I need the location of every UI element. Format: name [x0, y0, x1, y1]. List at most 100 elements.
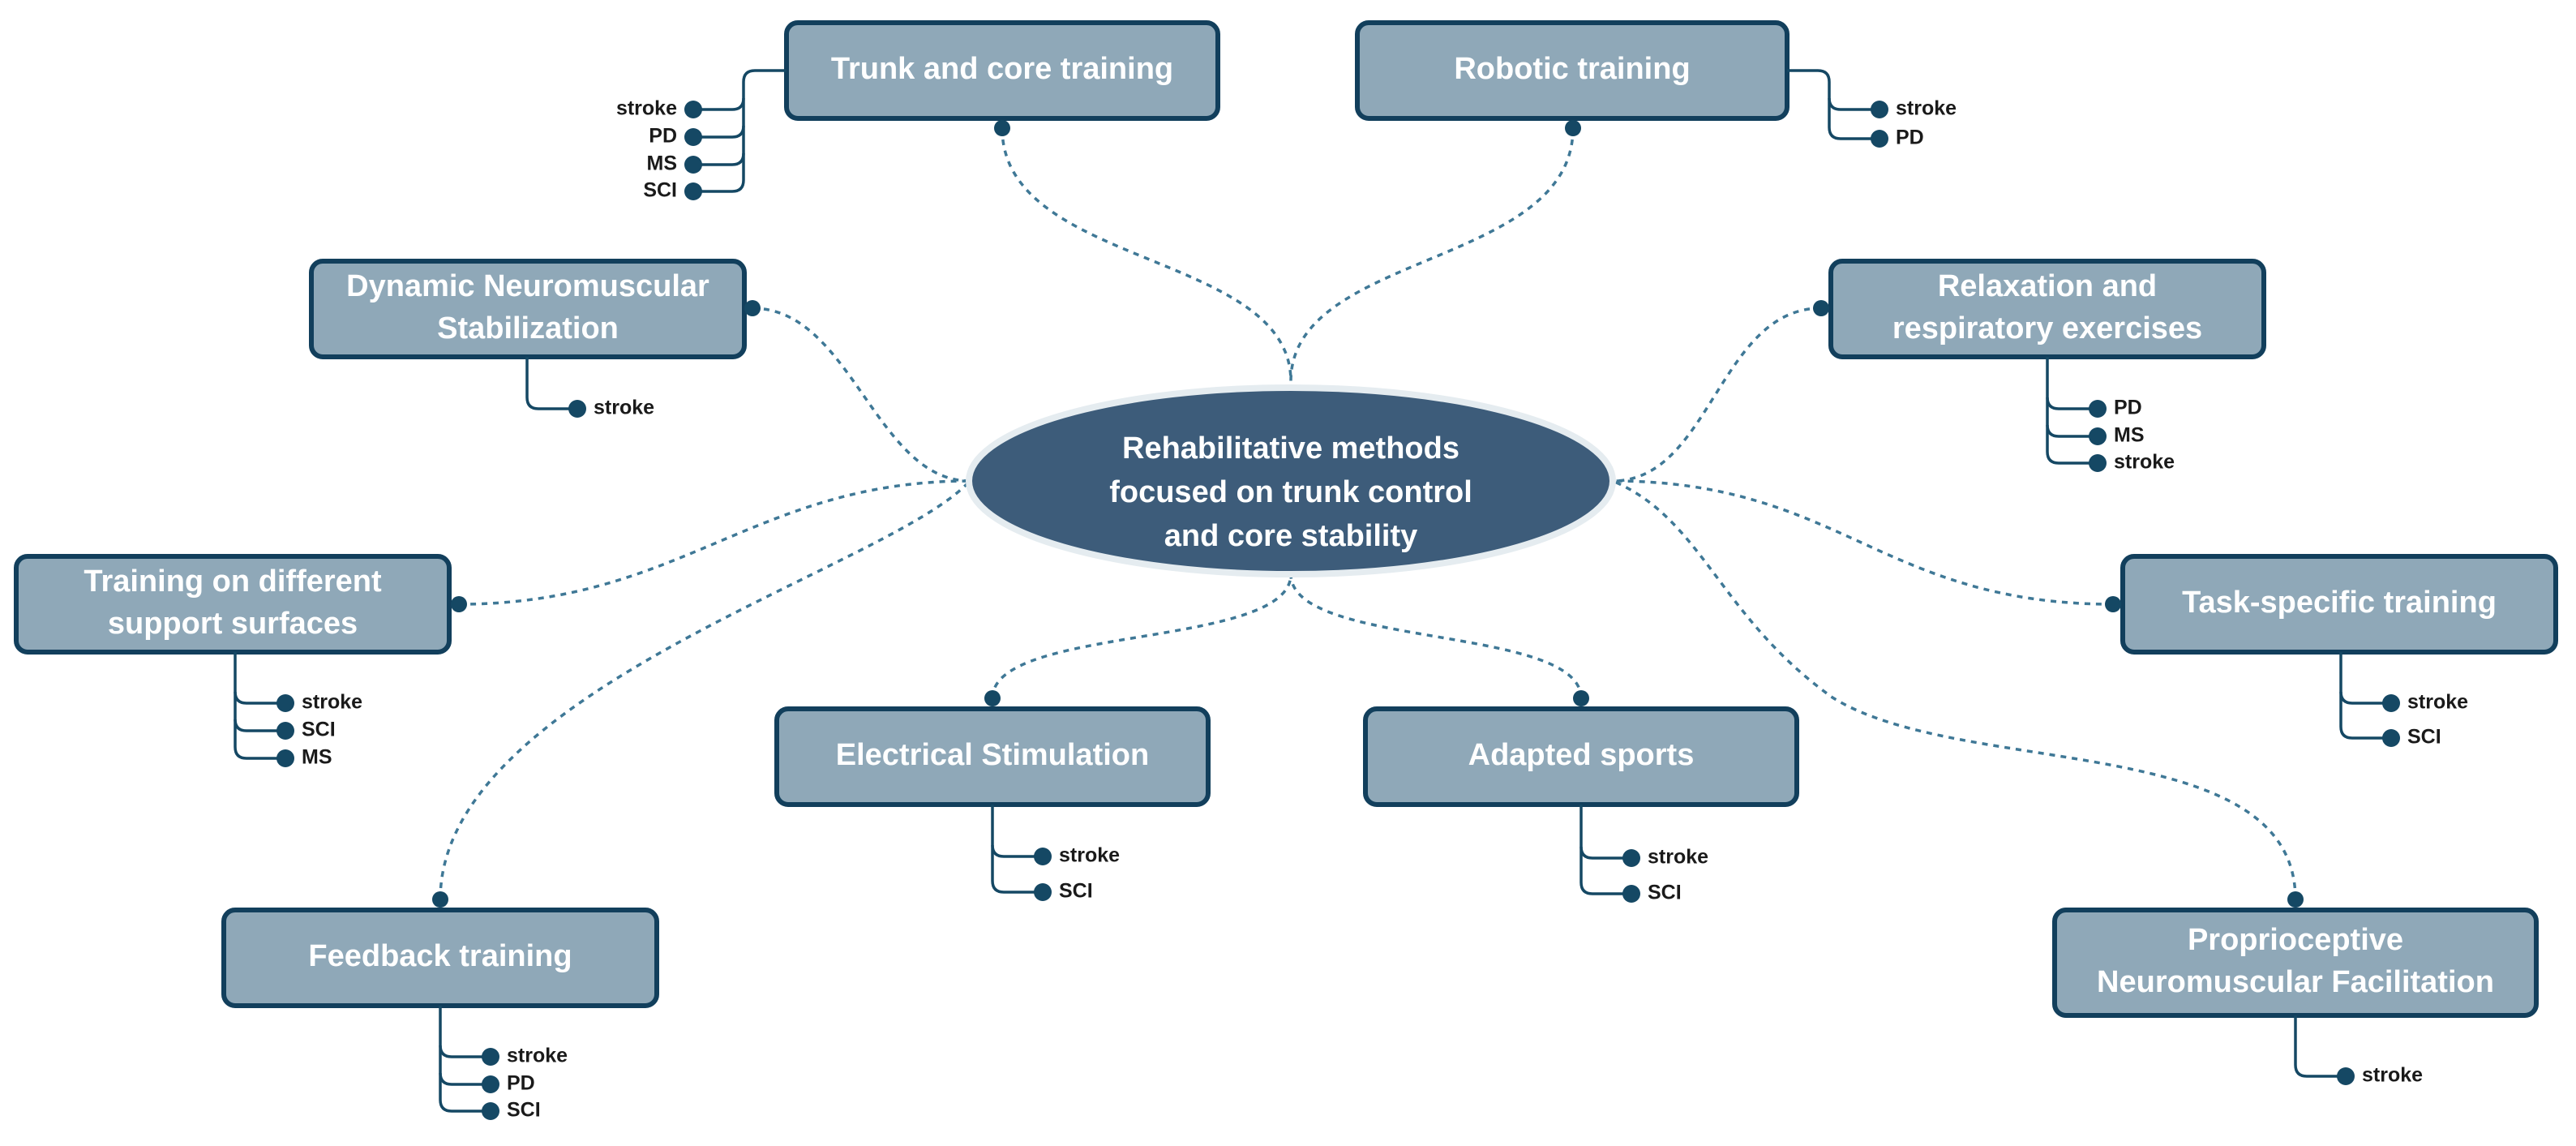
leaf-branch [991, 880, 1043, 894]
leaf-label: SCI [507, 1099, 541, 1122]
leaf-branch [693, 125, 745, 139]
leaf-item: stroke [234, 691, 362, 714]
node-box [2120, 554, 2558, 655]
connection-dot [432, 891, 448, 908]
leaf-bullet [1871, 101, 1888, 118]
leaf-item: stroke [2046, 451, 2175, 474]
leaf-bullet [276, 749, 294, 767]
center-label-line-3: and core stability [1164, 519, 1418, 553]
leaf-item: MS [2046, 424, 2145, 447]
leaf-label: PD [1896, 127, 1924, 149]
node-label-line: Proprioceptive [2188, 923, 2403, 957]
connection-dot [1813, 300, 1829, 316]
leaf-label: stroke [302, 691, 362, 714]
leaf-bullet [2089, 427, 2107, 445]
connector-adapted-sports [1289, 573, 1583, 699]
node-label-line: respiratory exercises [1892, 311, 2202, 346]
connector-trunk-core [1001, 127, 1292, 382]
connection-dot [1573, 690, 1589, 706]
leaf-branch [1579, 882, 1631, 895]
leaf-branch [2339, 691, 2391, 705]
leaf-label: stroke [1896, 97, 1957, 120]
leaf-item: SCI [2339, 726, 2441, 749]
center-label-line-2: focused on trunk control [1109, 475, 1472, 509]
connectors [439, 127, 2297, 900]
leaf-tree: stroke [2294, 1015, 2423, 1087]
leaf-item: SCI [439, 1099, 541, 1122]
leaf-label: stroke [1648, 846, 1708, 869]
connection-dot [2105, 596, 2121, 612]
leaf-item: PD [2046, 397, 2142, 419]
connection-dot [451, 596, 467, 612]
leaf-label: MS [2114, 424, 2145, 447]
leaf-item: MS [234, 746, 332, 769]
leaf-bullet [684, 128, 702, 146]
leaf-bullet [2089, 454, 2107, 472]
leaf-bullet [276, 694, 294, 712]
connection-dot [994, 120, 1010, 136]
leaf-branch [991, 844, 1043, 858]
leaf-item: SCI [234, 719, 336, 741]
leaf-bullet [568, 400, 586, 418]
leaf-branch [2294, 1064, 2346, 1078]
connector-dns [752, 307, 971, 483]
connector-task-specific [1612, 479, 2114, 606]
node-box [14, 554, 452, 655]
leaf-tree: PD MS stroke [2046, 357, 2175, 474]
leaf-branch [234, 746, 285, 760]
leaf-branch [693, 179, 745, 193]
connection-dot [1565, 120, 1581, 136]
leaf-item: stroke [2294, 1064, 2423, 1087]
connector-robotic [1289, 127, 1575, 382]
leaf-bullet [276, 722, 294, 740]
leaf-item: stroke [616, 97, 745, 120]
center-label-line-1: Rehabilitative methods [1122, 431, 1459, 466]
leaf-label: MS [647, 152, 678, 175]
leaf-tree-stem [1787, 69, 1831, 127]
center-ellipse [966, 384, 1616, 577]
leaf-bullet [2382, 729, 2400, 747]
leaf-label: stroke [507, 1045, 568, 1067]
connector-electrical [991, 573, 1292, 699]
node-label-line: Electrical Stimulation [836, 738, 1149, 772]
leaf-bullet [1034, 848, 1052, 865]
connection-dot [2287, 891, 2304, 908]
leaf-item: SCI [991, 880, 1093, 903]
node-label-line: Neuromuscular Facilitation [2097, 965, 2494, 999]
leaf-bullet [2089, 400, 2107, 418]
leaf-bullet [1034, 883, 1052, 901]
leaf-item: stroke [1828, 97, 1957, 120]
leaf-bullet [1622, 849, 1640, 867]
leaf-item: PD [439, 1072, 535, 1095]
leaf-branch [693, 97, 745, 111]
node-label-line: Relaxation and [1938, 269, 2157, 303]
leaf-tree: stroke [525, 357, 654, 419]
leaf-label: stroke [2362, 1064, 2423, 1087]
leaf-branch [693, 152, 745, 166]
connection-dot [744, 300, 761, 316]
leaf-label: stroke [594, 397, 654, 419]
leaf-branch [2046, 451, 2098, 465]
leaf-label: stroke [616, 97, 677, 120]
leaf-label: PD [649, 125, 677, 148]
node-label-line: Trunk and core training [831, 52, 1173, 86]
leaf-branch [234, 719, 285, 732]
leaf-item: MS [647, 152, 745, 175]
connector-support-surfaces [458, 479, 971, 606]
leaf-branch [2046, 397, 2098, 410]
leaf-bullet [684, 156, 702, 174]
node-label-line: Feedback training [308, 939, 572, 973]
